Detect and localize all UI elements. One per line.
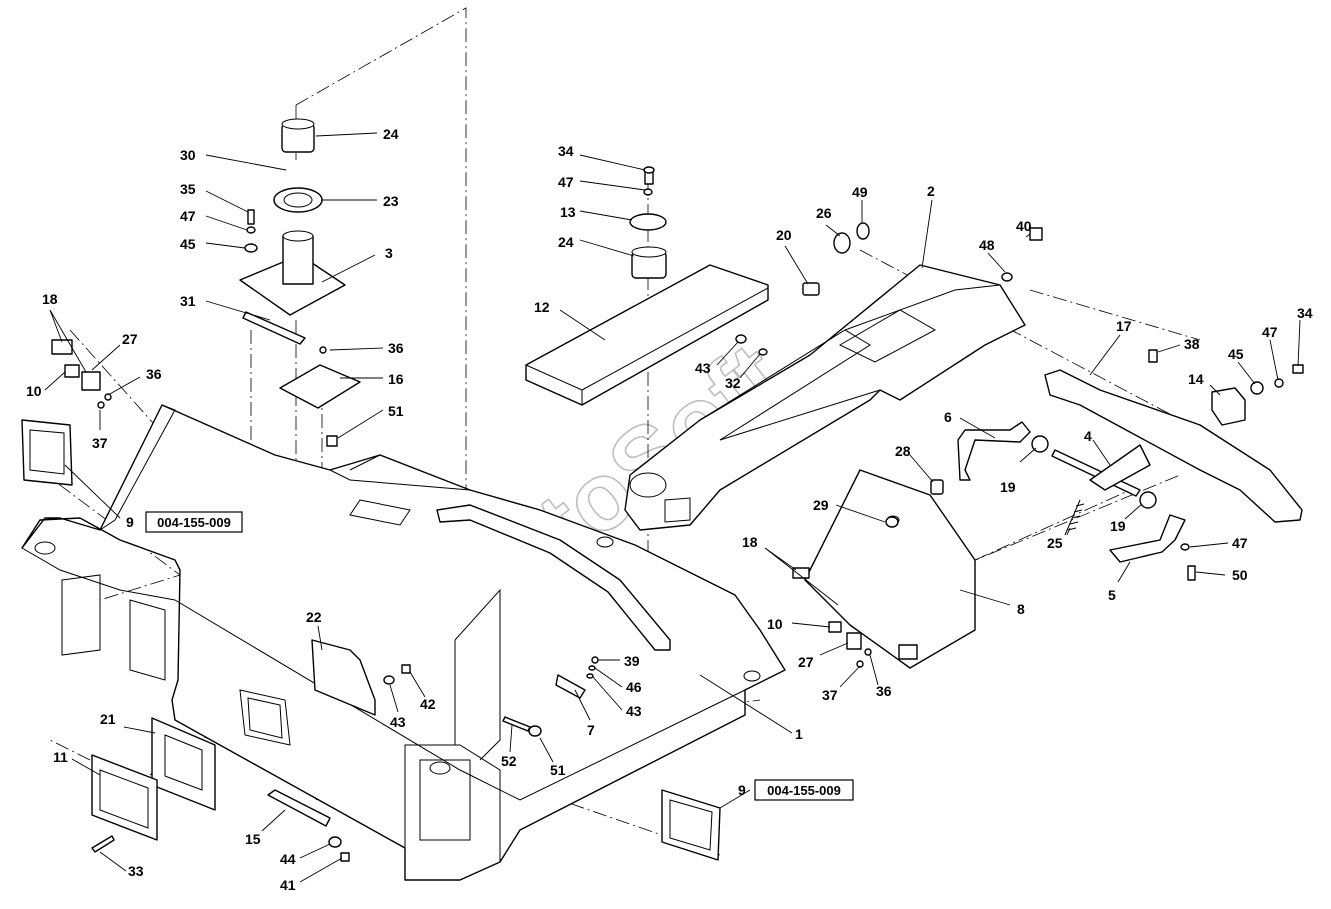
part-label: 12 [534,299,550,315]
cover-part-12 [525,264,769,406]
part-label: 2 [927,183,935,199]
part-label: 39 [624,653,640,669]
part-label: 32 [725,375,741,391]
part-label: 52 [501,753,517,769]
part-label: 37 [92,435,108,451]
part-label: 43 [626,703,642,719]
part-label: 34 [558,143,574,159]
part-label: 21 [100,711,116,727]
part-label: 19 [1000,479,1016,495]
part-label: 38 [1184,336,1200,352]
part-label: 7 [587,722,595,738]
part-label: 47 [1262,324,1278,340]
leader-lines [44,132,1301,883]
curved-rail [436,504,671,651]
part-label: 8 [1017,601,1025,617]
part-label: 33 [128,863,144,879]
part-label: 28 [895,443,911,459]
part-label: 36 [876,683,892,699]
small-parts [21,118,1304,862]
part-label: 6 [944,409,952,425]
part-label: 42 [420,696,436,712]
part-label: 51 [550,762,566,778]
part-label: 43 [390,714,406,730]
ref-box-left-text: 004-155-009 [157,515,231,530]
part-label: 27 [122,331,138,347]
part-label: 35 [180,181,196,197]
part-label: 4 [1084,428,1092,444]
ref-box-bottom-text: 004-155-009 [767,783,841,798]
part-label: 16 [388,371,404,387]
part-label: 49 [852,184,868,200]
part-label: 45 [1228,346,1244,362]
part-labels: 24 30 23 35 47 45 3 31 36 16 51 18 27 10… [26,126,1313,893]
part-label: 50 [1232,567,1248,583]
part-label: 45 [180,236,196,252]
part-label: 51 [388,403,404,419]
part-label: 47 [1232,535,1248,551]
part-label: 30 [180,147,196,163]
part-label: 46 [626,679,642,695]
ref-box-left: 004-155-009 [145,511,243,533]
part-label: 31 [180,293,196,309]
part-label: 1 [795,726,803,742]
part-label: 13 [560,204,576,220]
part-label: 34 [1297,305,1313,321]
part-label: 18 [42,291,58,307]
part-label: 17 [1116,318,1132,334]
part-label: 9 [738,782,746,798]
part-label: 41 [280,877,296,893]
ref-box-bottom: 004-155-009 [754,779,854,801]
part-label: 24 [558,234,574,250]
part-label: 48 [979,237,995,253]
part-label: 11 [53,749,68,765]
part-label: 27 [798,654,814,670]
boom-arm-part-2 [624,264,1026,531]
part-label: 9 [126,514,134,530]
part-label: 3 [385,245,393,261]
part-label: 15 [245,831,261,847]
part-label: 40 [1016,218,1032,234]
part-label: 14 [1188,371,1204,387]
bracket-part-17 [1044,369,1303,523]
part-label: 19 [1110,518,1126,534]
part-label: 20 [776,227,792,243]
part-label: 37 [822,687,838,703]
part-label: 29 [813,497,829,513]
part-label: 44 [280,851,296,867]
part-label: 47 [180,208,196,224]
part-label: 22 [306,609,322,625]
part-label: 18 [742,534,758,550]
part-label: 10 [26,383,42,399]
part-label: 43 [695,360,711,376]
part-label: 26 [816,205,832,221]
part-label: 23 [383,193,399,209]
part-label: 47 [558,174,574,190]
panel-part-8 [804,469,976,669]
part-label: 10 [767,616,783,632]
part-label: 24 [383,126,399,142]
part-label: 36 [388,340,404,356]
part-label: 5 [1108,587,1116,603]
part-label: 36 [146,366,162,382]
part-label: 25 [1047,535,1063,551]
